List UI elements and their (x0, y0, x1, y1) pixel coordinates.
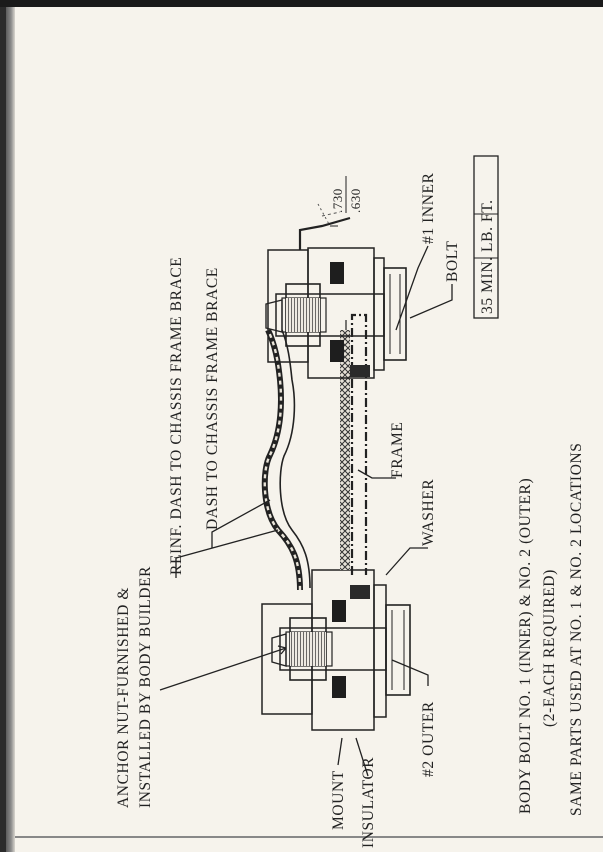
outer-mount-assembly (261, 569, 411, 731)
inner-bolt-head (383, 267, 407, 361)
bottom-rule (15, 836, 603, 838)
dimension-bottom: .630 (348, 188, 363, 213)
anchor-nut-label-line1: ANCHOR NUT-FURNISHED & (115, 587, 132, 808)
dash-brace-label: DASH TO CHASSIS FRAME BRACE (204, 267, 221, 530)
brace-inner (279, 329, 311, 589)
left-binding-shadow (0, 7, 6, 852)
outer-bolt-head (385, 604, 411, 696)
bolt-label: BOLT (444, 241, 461, 282)
caption-line1: BODY BOLT NO. 1 (INNER) & NO. 2 (OUTER) (517, 478, 534, 814)
inner-mount-assembly (265, 216, 407, 379)
outer-label: #2 OUTER (420, 701, 437, 777)
outer-washer (373, 584, 387, 718)
inner-bolt-shank (275, 293, 385, 337)
dash-brace (261, 328, 311, 591)
frame-rail (350, 313, 368, 575)
inner-bolt-tip (265, 299, 283, 333)
caption: BODY BOLT NO. 1 (INNER) & NO. 2 (OUTER) … (517, 442, 585, 816)
caption-line2: (2-EACH REQUIRED) (541, 569, 558, 727)
torque-spec-text: 35 MIN. LB. FT. (479, 199, 496, 314)
mount-label: MOUNT (330, 770, 347, 830)
anchor-nut-label-line2: INSTALLED BY BODY BUILDER (137, 566, 154, 808)
outer-bolt-tip (271, 633, 287, 667)
reinf-dash-label: REINF. DASH TO CHASSIS FRAME BRACE (168, 257, 185, 575)
inner-washer (373, 257, 385, 371)
washer-label: WASHER (420, 479, 437, 546)
dimension-top: .730 (330, 188, 345, 213)
insulator-label: INSULATOR (360, 757, 377, 848)
inner-label: #1 INNER (420, 172, 437, 244)
caption-line3: SAME PARTS USED AT NO. 1 & NO. 2 LOCATIO… (568, 442, 585, 816)
diagram-labels: ANCHOR NUT-FURNISHED & INSTALLED BY BODY… (115, 172, 461, 848)
frame-label: FRAME (389, 422, 406, 478)
top-border (0, 0, 603, 7)
frame-channel (340, 313, 368, 575)
outer-bolt-shank (279, 627, 387, 671)
leader-lines (159, 203, 453, 777)
torque-spec-box: 35 MIN. LB. FT. (473, 155, 499, 319)
